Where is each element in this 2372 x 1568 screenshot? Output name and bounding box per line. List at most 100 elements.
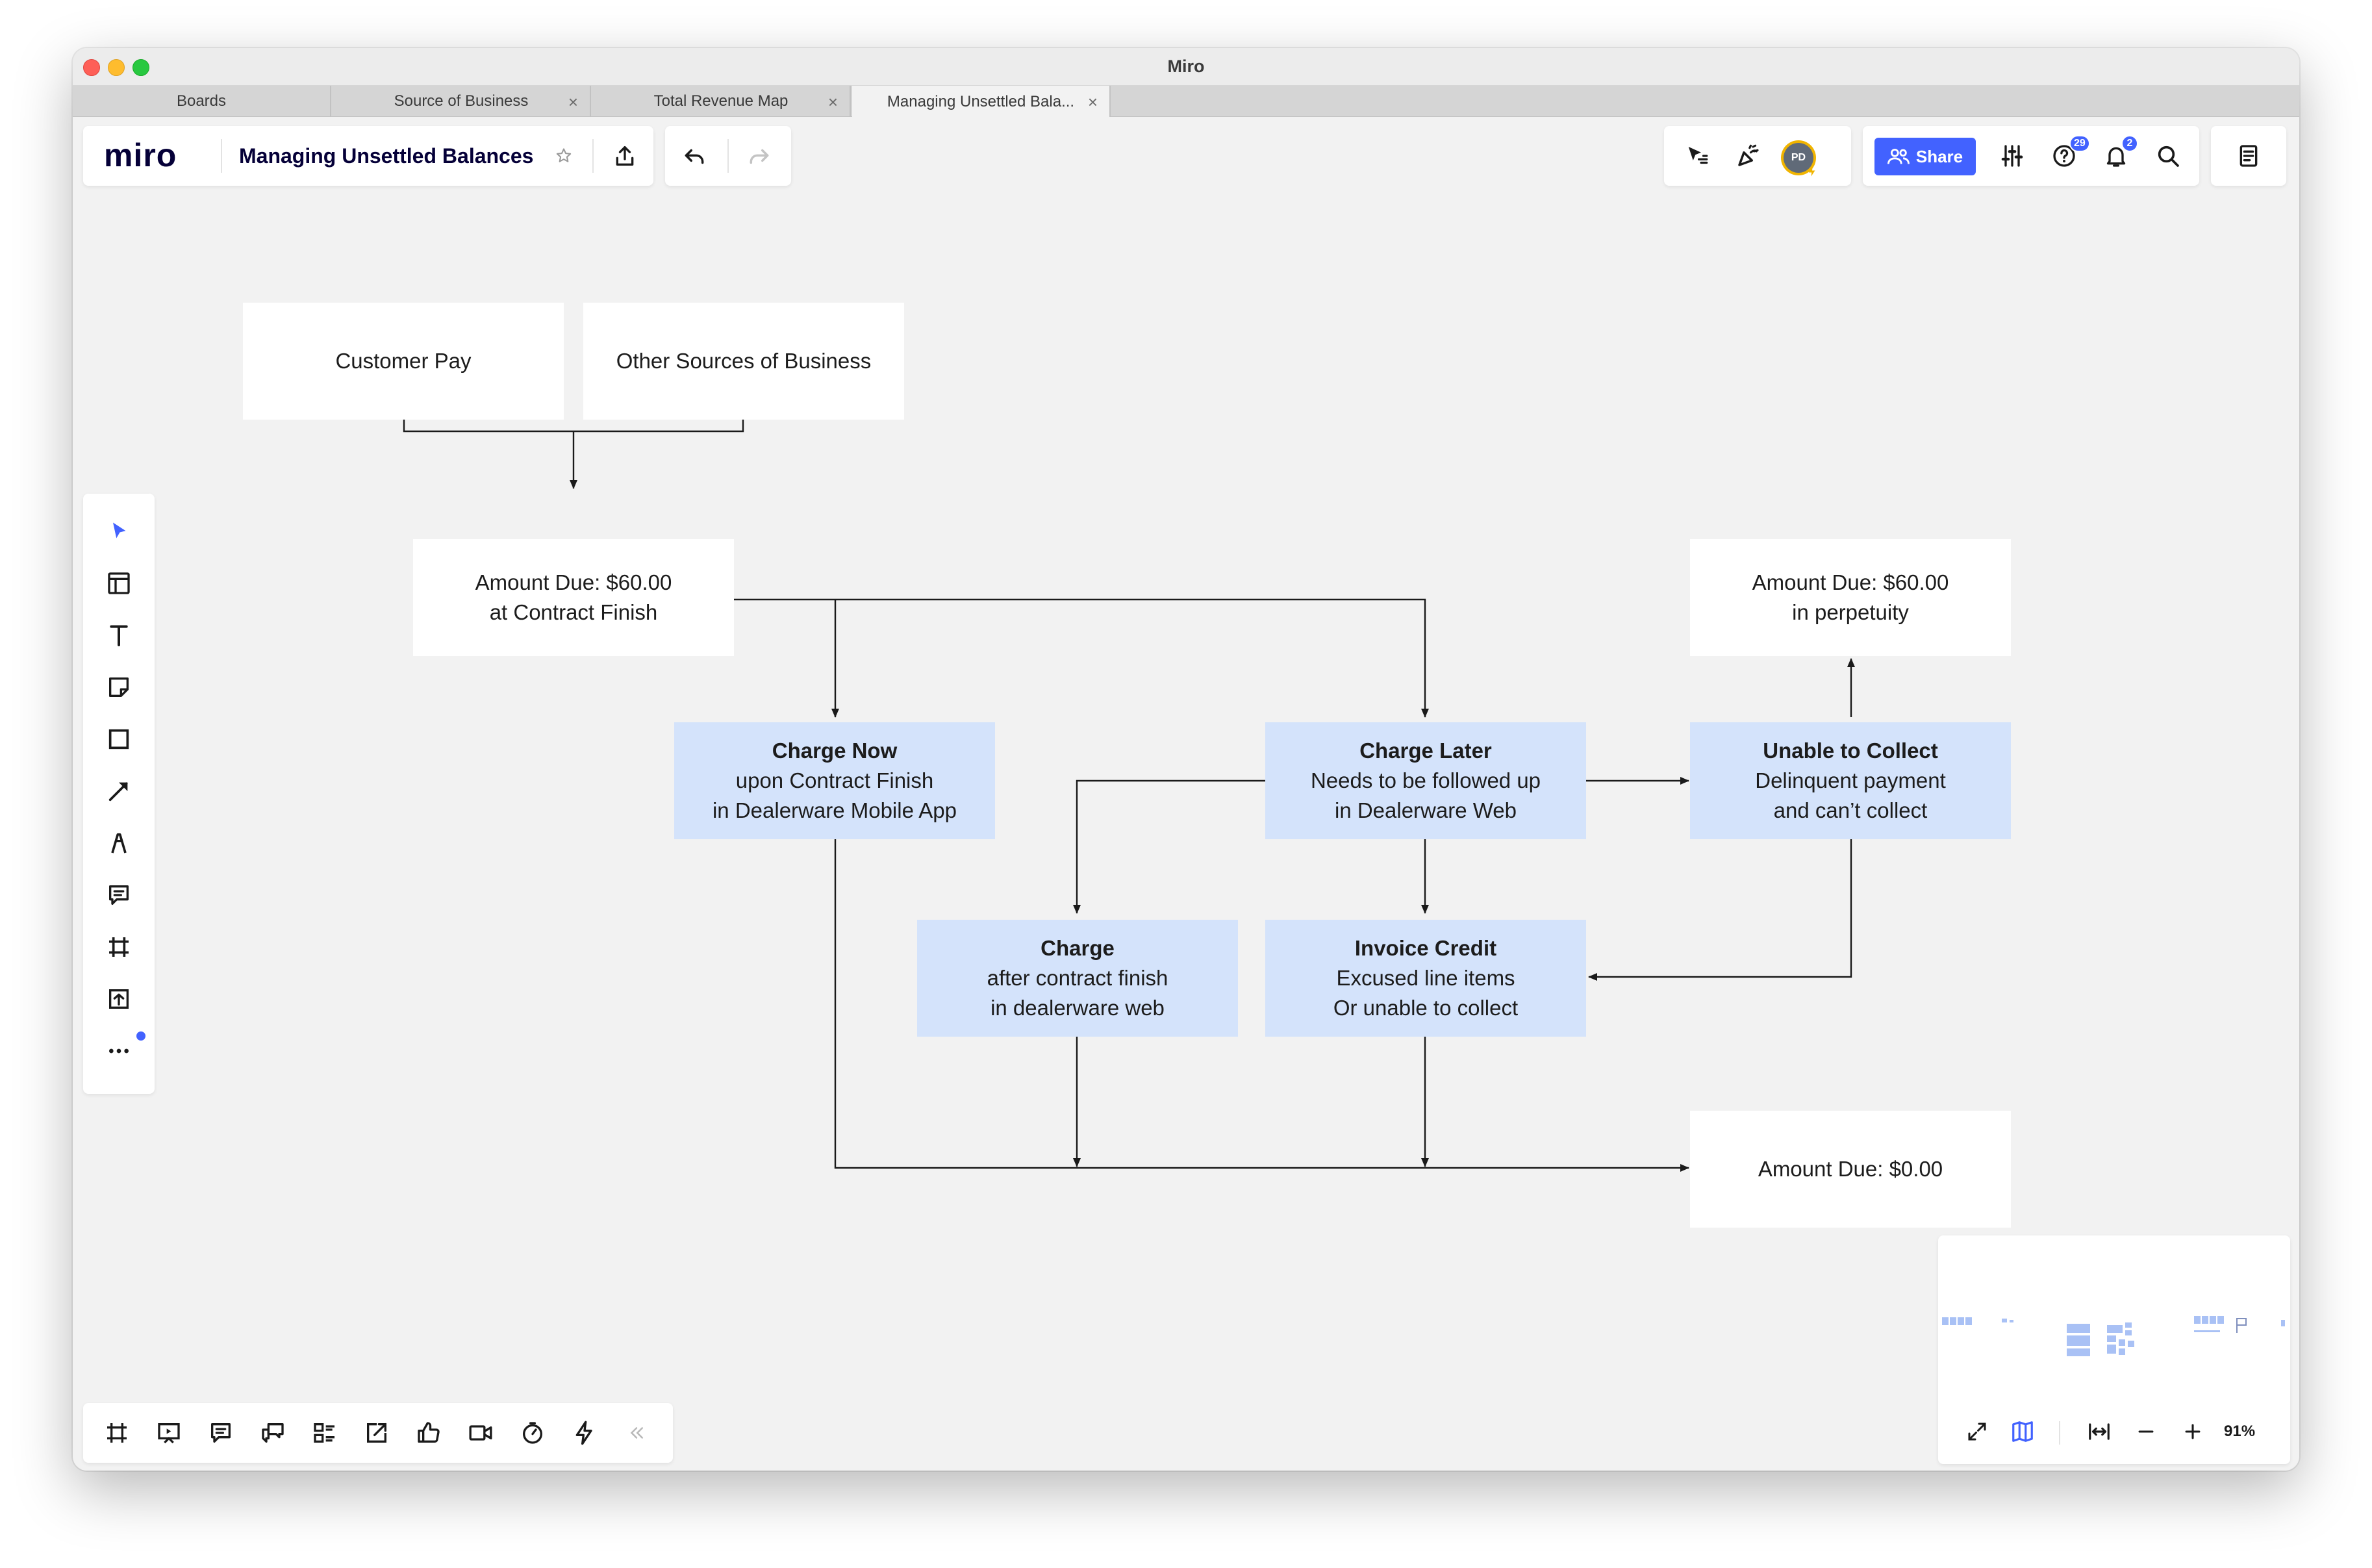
tab-managing-unsettled-balances[interactable]: Managing Unsettled Bala... × [852, 86, 1111, 118]
tab-label: Managing Unsettled Bala... [887, 92, 1075, 110]
minimap-panel: 91% [1938, 1235, 2290, 1464]
card-list-icon[interactable] [309, 1417, 340, 1448]
node-line: in Dealerware Web [1334, 798, 1517, 822]
lightning-apps-icon[interactable] [569, 1417, 600, 1448]
templates-icon[interactable] [103, 568, 134, 599]
share-button[interactable]: Share [1874, 138, 1976, 175]
notifications-bell-icon[interactable] [2101, 140, 2132, 171]
share-tools-panel: Share 29 2 [1863, 126, 2199, 186]
presentation-icon[interactable] [153, 1417, 184, 1448]
settings-sliders-icon[interactable] [1997, 140, 2028, 171]
bottom-toolbar [83, 1403, 673, 1463]
upload-icon[interactable] [103, 983, 134, 1015]
users-icon [1887, 148, 1910, 164]
node-line: in perpetuity [1792, 600, 1909, 624]
divider [727, 139, 729, 173]
map-icon[interactable] [2007, 1416, 2038, 1447]
comment-icon[interactable] [103, 879, 134, 911]
tab-total-revenue-map[interactable]: Total Revenue Map × [592, 86, 851, 117]
zoom-out-icon[interactable] [2130, 1416, 2162, 1447]
frames-icon[interactable] [101, 1417, 132, 1448]
pen-icon[interactable] [103, 828, 134, 859]
title-bar: Miro [73, 48, 2299, 86]
frame-icon[interactable] [103, 931, 134, 963]
comments-icon[interactable] [205, 1417, 236, 1448]
connector-to-charge-after [1073, 779, 1330, 914]
close-icon[interactable]: × [827, 92, 838, 112]
collapse-toolbar-icon[interactable] [621, 1417, 652, 1448]
node-line: Needs to be followed up [1310, 768, 1541, 792]
share-label: Share [1915, 146, 1963, 166]
fullscreen-icon[interactable] [1962, 1416, 1993, 1447]
zoom-in-icon[interactable] [2177, 1416, 2208, 1447]
node-amount-due-contract[interactable]: Amount Due: $60.00 at Contract Finish [413, 539, 734, 656]
node-line: after contract finish [987, 966, 1168, 990]
close-icon[interactable]: × [1087, 92, 1098, 112]
node-title: Unable to Collect [1763, 739, 1938, 763]
tab-source-of-business[interactable]: Source of Business × [333, 86, 591, 117]
fit-to-screen-icon[interactable] [2084, 1416, 2115, 1447]
close-icon[interactable]: × [568, 92, 578, 112]
divider [221, 139, 222, 173]
node-text: Other Sources of Business [616, 349, 872, 373]
node-unable-to-collect[interactable]: Unable to Collect Delinquent payment and… [1690, 722, 2011, 839]
connector-to-amount-due-zero [834, 831, 1689, 1172]
tab-label: Boards [176, 92, 227, 110]
export-icon[interactable] [609, 140, 640, 171]
board-title[interactable]: Managing Unsettled Balances [239, 144, 534, 168]
zoom-window-button[interactable] [132, 59, 149, 76]
node-line: Delinquent payment [1755, 768, 1946, 792]
notifications-badge: 2 [2121, 135, 2138, 152]
node-line: and can’t collect [1773, 798, 1928, 822]
star-icon[interactable] [552, 144, 575, 168]
tab-label: Source of Business [394, 92, 529, 110]
left-toolbar [83, 494, 155, 1094]
node-amount-due-zero[interactable]: Amount Due: $0.00 [1690, 1111, 2011, 1228]
miro-logo[interactable]: miro [104, 137, 177, 173]
redo-icon[interactable] [744, 142, 774, 171]
avatar[interactable]: PD [1781, 140, 1816, 175]
node-charge-after[interactable]: Charge after contract finish in dealerwa… [917, 920, 1238, 1037]
node-line: upon Contract Finish [735, 768, 934, 792]
select-cursor-icon[interactable] [103, 516, 134, 547]
shape-tool-icon[interactable] [103, 724, 134, 755]
board-canvas[interactable]: miro Managing Unsettled Balances [73, 117, 2299, 1471]
node-title: Charge Now [772, 739, 898, 763]
node-text: Customer Pay [335, 349, 472, 373]
node-customer-pay[interactable]: Customer Pay [243, 303, 564, 420]
node-invoice-credit[interactable]: Invoice Credit Excused line items Or una… [1265, 920, 1586, 1037]
help-icon[interactable] [2049, 140, 2080, 171]
zoom-level[interactable]: 91% [2224, 1423, 2256, 1440]
search-icon[interactable] [2152, 140, 2184, 171]
notes-icon[interactable] [2233, 140, 2264, 171]
node-line: Amount Due: $60.00 [475, 570, 672, 594]
sticky-note-icon[interactable] [103, 672, 134, 703]
avatar-initials: PD [1784, 143, 1813, 173]
new-indicator-dot [136, 1031, 145, 1041]
tab-boards[interactable]: Boards [73, 86, 331, 117]
node-amount-due-perpetuity[interactable]: Amount Due: $60.00 in perpetuity [1690, 539, 2011, 656]
thumbs-up-icon[interactable] [413, 1417, 444, 1448]
close-window-button[interactable] [83, 59, 100, 76]
more-tools-icon[interactable] [103, 1035, 134, 1067]
node-line: Excused line items [1336, 966, 1515, 990]
text-tool-icon[interactable] [103, 620, 134, 651]
node-charge-now[interactable]: Charge Now upon Contract Finish in Deale… [674, 722, 995, 839]
node-charge-later[interactable]: Charge Later Needs to be followed up in … [1265, 722, 1586, 839]
node-line: Amount Due: $60.00 [1752, 570, 1949, 594]
timer-icon[interactable] [517, 1417, 548, 1448]
notes-panel [2211, 126, 2286, 186]
node-other-sources[interactable]: Other Sources of Business [583, 303, 904, 420]
help-badge: 29 [2069, 135, 2090, 152]
board-header-panel: miro Managing Unsettled Balances [83, 126, 653, 186]
undo-redo-panel [665, 126, 791, 186]
video-icon[interactable] [465, 1417, 496, 1448]
minimize-window-button[interactable] [108, 59, 125, 76]
connection-line-icon[interactable] [103, 776, 134, 807]
undo-icon[interactable] [679, 142, 709, 171]
cursor-follow-icon[interactable] [1681, 140, 1712, 171]
celebrate-icon[interactable] [1733, 140, 1764, 171]
share-link-icon[interactable] [361, 1417, 392, 1448]
chat-icon[interactable] [257, 1417, 288, 1448]
minimap-preview[interactable] [1938, 1235, 2290, 1398]
